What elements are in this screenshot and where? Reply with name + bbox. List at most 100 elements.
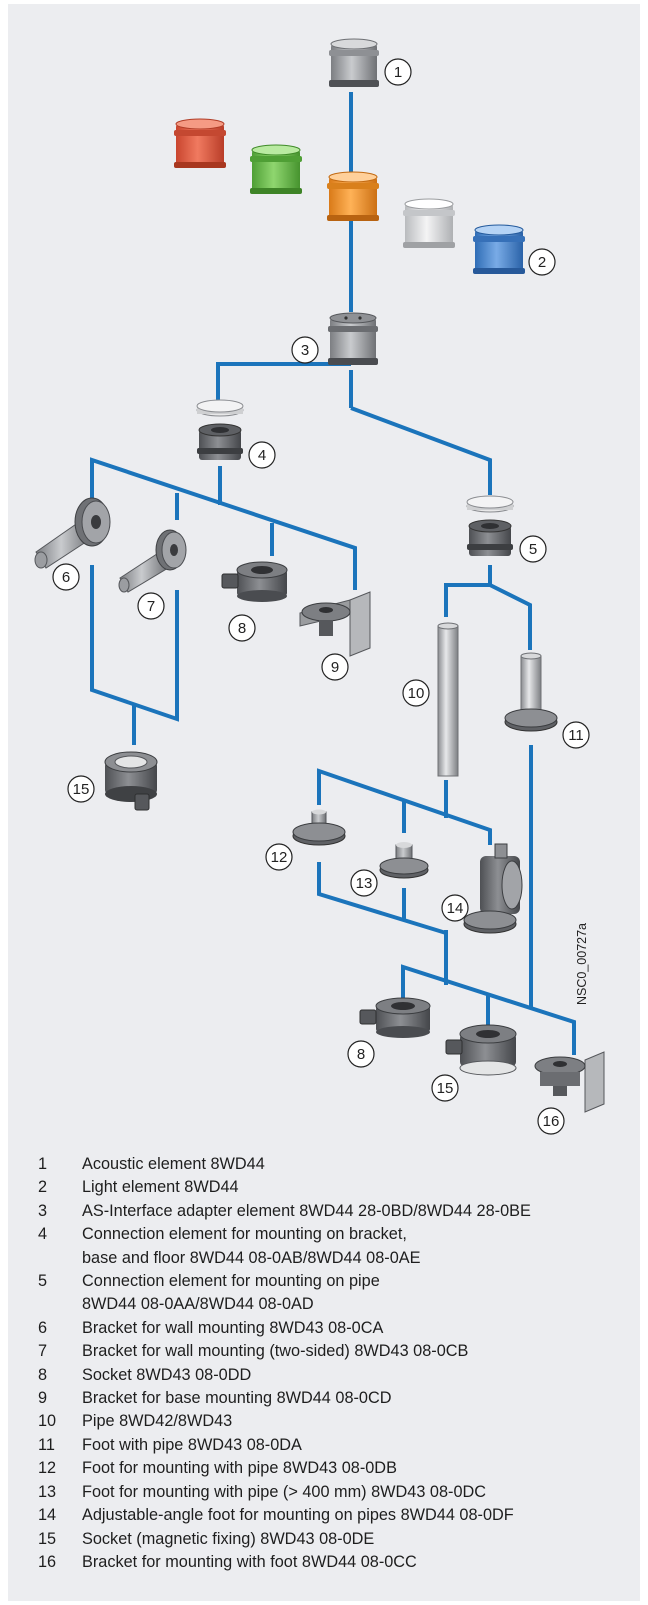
svg-text:6: 6	[62, 569, 70, 586]
light-element-orange	[327, 171, 379, 221]
connection-element-pipe	[466, 495, 514, 556]
legend-text: Connection element for mounting on pipe	[82, 1272, 380, 1291]
callout-5: 5	[519, 535, 547, 563]
callout-6: 6	[52, 563, 80, 591]
svg-text:7: 7	[147, 598, 155, 615]
light-element-blue	[473, 224, 525, 274]
legend-item: 7 Bracket for wall mounting (two-sided) 8…	[38, 1340, 638, 1363]
light-element-red	[174, 118, 226, 168]
svg-text:15: 15	[437, 1080, 454, 1097]
document-id: NSC0_00727a	[575, 923, 589, 1005]
light-element-white	[403, 198, 455, 248]
callout-16: 16	[537, 1107, 565, 1135]
light-element-green	[250, 144, 302, 194]
foot-mount-bracket	[534, 1051, 605, 1113]
legend-text: Light element 8WD44	[82, 1178, 239, 1197]
legend-number: 6	[38, 1318, 48, 1337]
legend-number: 8	[38, 1365, 48, 1384]
callout-9: 9	[321, 653, 349, 681]
legend-text: Bracket for wall mounting (two-sided) 8W…	[82, 1342, 469, 1361]
svg-text:13: 13	[356, 875, 373, 892]
socket	[221, 561, 288, 602]
callout-1: 1	[384, 58, 412, 86]
connector-3-to-5	[350, 406, 492, 495]
legend-text: Connection element for mounting on brack…	[82, 1225, 407, 1244]
callout-15: 15	[67, 775, 95, 803]
callout-11: 11	[562, 721, 590, 749]
legend-item: 4 Connection element for mounting on brac…	[38, 1223, 638, 1246]
svg-text:12: 12	[271, 849, 288, 866]
as-interface-adapter	[328, 312, 378, 365]
legend-text: AS-Interface adapter element 8WD44 28-0B…	[82, 1201, 531, 1220]
legend-number: 2	[38, 1178, 48, 1197]
legend-text: Foot for mounting with pipe 8WD43 08-0DB	[82, 1459, 397, 1478]
component-diagram: 1 2 3 4 5 6 7 8 9 10 11 12 13 14 15 8 15…	[34, 38, 605, 1135]
connector-lines	[90, 92, 576, 1055]
foot-pipe-mount	[292, 809, 346, 846]
legend-number: 15	[38, 1529, 57, 1548]
legend-number: 9	[38, 1389, 48, 1408]
callout-15-lower: 15	[431, 1074, 459, 1102]
acoustic-element	[329, 38, 379, 87]
svg-text:11: 11	[568, 727, 584, 744]
connector-6-7-to-15	[90, 565, 179, 722]
legend-number: 3	[38, 1201, 48, 1220]
legend-text: Bracket for base mounting 8WD44 08-0CD	[82, 1389, 392, 1408]
callout-10: 10	[402, 679, 430, 707]
legend-number: 5	[38, 1272, 48, 1291]
wall-bracket-two-sided	[118, 529, 187, 593]
pipe	[437, 622, 459, 777]
legend-number: 11	[38, 1435, 55, 1454]
legend-number: 13	[38, 1482, 57, 1501]
connection-element-bracket	[196, 399, 244, 460]
connector-sockets-tree	[401, 964, 576, 1055]
foot-with-pipe	[504, 652, 558, 732]
svg-text:15: 15	[73, 781, 90, 798]
legend-number: 1	[38, 1155, 48, 1173]
legend-number: 7	[38, 1342, 48, 1361]
magnetic-socket-lower	[445, 1024, 517, 1076]
legend-text: Acoustic element 8WD44	[82, 1155, 265, 1173]
wall-bracket	[34, 497, 111, 569]
callout-14: 14	[441, 894, 469, 922]
svg-text:8: 8	[238, 620, 246, 637]
callout-7: 7	[137, 592, 165, 620]
legend-number: 14	[38, 1506, 57, 1525]
legend-text: Socket 8WD43 08-0DD	[82, 1365, 252, 1384]
legend-number: 10	[38, 1412, 57, 1431]
legend-text: Adjustable-angle foot for mounting on pi…	[82, 1506, 514, 1525]
legend-text: 8WD44 08-0AA/8WD44 08-0AD	[82, 1295, 314, 1314]
base-bracket	[299, 591, 371, 657]
legend-number: 4	[38, 1225, 48, 1244]
legend-item: 8 Socket 8WD43 08-0DD	[38, 1364, 638, 1387]
connector-5-tree	[444, 565, 492, 617]
legend-text: Socket (magnetic fixing) 8WD43 08-0DE	[82, 1529, 375, 1548]
callout-13: 13	[350, 869, 378, 897]
legend-item: 3 AS-Interface adapter element 8WD44 28-0…	[38, 1200, 638, 1223]
svg-text:16: 16	[543, 1113, 560, 1130]
legend-item: 9 Bracket for base mounting 8WD44 08-0CD	[38, 1387, 638, 1410]
svg-text:14: 14	[447, 900, 464, 917]
callout-8-lower: 8	[347, 1040, 375, 1068]
magnetic-socket	[104, 751, 158, 811]
legend-text: base and floor 8WD44 08-0AB/8WD44 08-0AE	[82, 1248, 421, 1267]
svg-text:5: 5	[529, 541, 537, 558]
callout-3: 3	[291, 336, 319, 364]
socket-lower	[359, 997, 431, 1038]
adjustable-angle-foot	[463, 843, 523, 934]
callout-8: 8	[228, 614, 256, 642]
legend-item: 5 Connection element for mounting on pipe	[38, 1270, 638, 1293]
legend-item: 15 Socket (magnetic fixing) 8WD43 08-0DE	[38, 1528, 638, 1551]
connector-4-bracket-tree	[90, 457, 357, 590]
foot-pipe-mount-long	[379, 842, 429, 879]
connector-5-to-11	[489, 583, 532, 650]
legend-item: 8WD44 08-0AA/8WD44 08-0AD	[38, 1293, 638, 1316]
callouts: 1 2 3 4 5 6 7 8 9 10 11 12 13 14 15 8 15…	[52, 58, 590, 1135]
legend-text: Foot for mounting with pipe (> 400 mm) 8…	[82, 1482, 487, 1501]
legend-number	[38, 1247, 82, 1270]
